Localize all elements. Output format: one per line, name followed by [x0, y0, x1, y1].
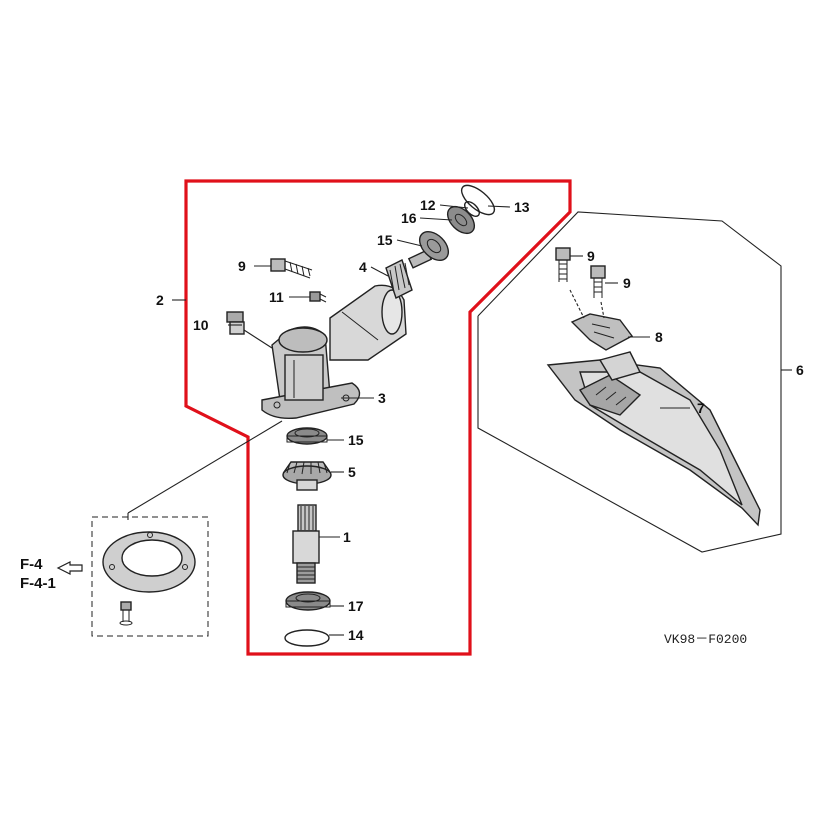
callout-15-lower: 15: [348, 432, 364, 448]
ring-12: [464, 201, 480, 217]
ref-f4[interactable]: F-4: [20, 556, 43, 573]
bearing-17: [285, 591, 331, 611]
callout-16: 16: [401, 210, 417, 226]
gear-shaft-1: [292, 504, 320, 584]
cover-connector-line: [127, 420, 283, 514]
callout-5: 5: [348, 464, 356, 480]
callout-9-right-b: 9: [623, 275, 631, 291]
callout-14: 14: [348, 627, 364, 643]
callout-3: 3: [378, 390, 386, 406]
guard-assembly-outline: [477, 211, 782, 553]
ring-13: [460, 184, 496, 216]
plug-10: [226, 311, 245, 335]
callout-4: 4: [359, 259, 367, 275]
cover-plate: [102, 531, 196, 626]
guard-blade-7: [546, 351, 761, 527]
callout-12: 12: [420, 197, 436, 213]
callout-7: 7: [697, 400, 705, 416]
ring-14: [284, 629, 330, 647]
leader-lines: [172, 204, 792, 636]
callout-1: 1: [343, 529, 351, 545]
bolt-9-right-a: [555, 247, 571, 282]
callout-6: 6: [796, 362, 804, 378]
bolt-9-right-b: [590, 265, 606, 298]
screw-11: [309, 291, 327, 303]
callout-9-left: 9: [238, 258, 246, 274]
bearing-15-lower: [286, 427, 328, 445]
ref-f4-1[interactable]: F-4-1: [20, 575, 56, 592]
cover-dashed-box: [91, 516, 209, 637]
callout-17: 17: [348, 598, 364, 614]
callout-8: 8: [655, 329, 663, 345]
callout-15-upper: 15: [377, 232, 393, 248]
highlight-outline: [184, 179, 572, 656]
bracket-8: [570, 313, 634, 351]
drawing-code: VK98－F0200: [664, 632, 747, 647]
bolt-9-left: [270, 258, 313, 279]
ref-arrow-icon: [56, 561, 83, 575]
gear-case-body: [261, 284, 407, 420]
bevel-gear-5: [282, 461, 332, 491]
callout-2: 2: [156, 292, 164, 308]
callout-9-right-a: 9: [587, 248, 595, 264]
callout-11: 11: [269, 289, 284, 305]
callout-13: 13: [514, 199, 530, 215]
callout-10: 10: [193, 317, 209, 333]
bearing-15-upper: [418, 230, 450, 262]
